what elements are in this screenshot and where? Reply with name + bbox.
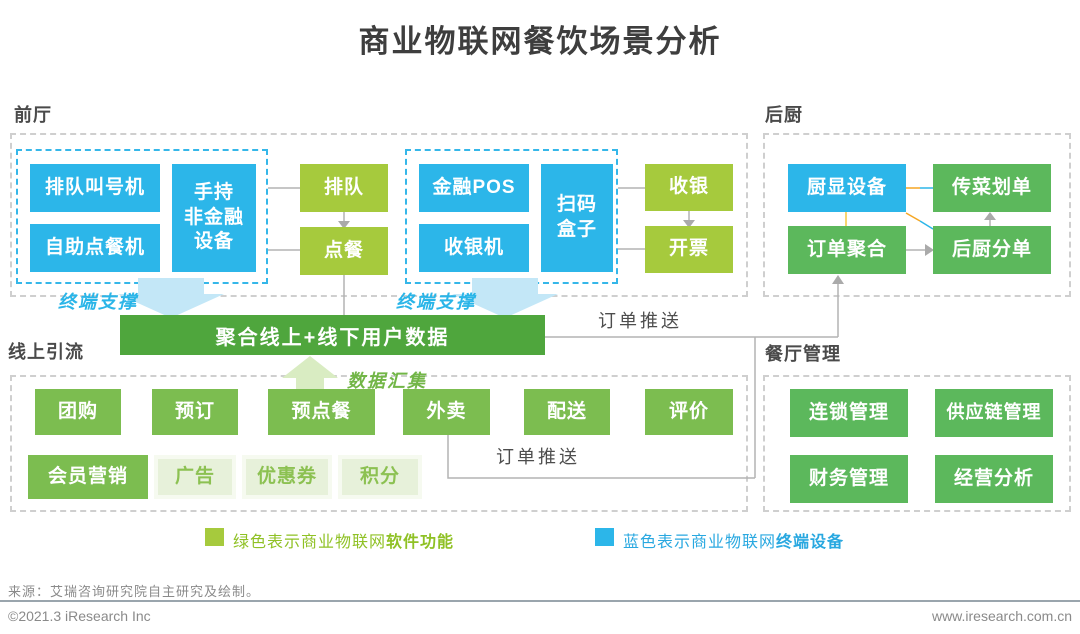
- online-box-review: 评价: [645, 389, 733, 435]
- device-box-scan-box: 扫码 盒子: [541, 164, 613, 272]
- legend-blue-text: 蓝色表示商业物联网终端设备: [623, 528, 844, 552]
- legend-blue-bold: 终端设备: [776, 534, 845, 551]
- kitchen-section: [763, 133, 1071, 297]
- front-hall-label: 前厅: [14, 105, 52, 125]
- management-box-analysis: 经营分析: [935, 455, 1053, 503]
- online-traffic-section: [10, 375, 748, 512]
- device-box-self-order-machine: 自助点餐机: [30, 224, 160, 272]
- online-box-coupon: 优惠券: [242, 455, 332, 499]
- order-push-bottom-label: 订单推送: [496, 447, 580, 467]
- support-arrow-left: [118, 278, 224, 318]
- management-box-chain: 连锁管理: [790, 389, 908, 437]
- order-push-top-label: 订单推送: [598, 311, 682, 331]
- management-box-supply-chain: 供应链管理: [935, 389, 1053, 437]
- footer-website: www.iresearch.com.cn: [931, 608, 1072, 624]
- footer-copyright: ©2021.3 iResearch Inc: [8, 608, 151, 624]
- device-box-kitchen-display: 厨显设备: [788, 164, 906, 212]
- support-note-right: 终端支撑: [396, 292, 476, 312]
- support-arrow-right: [452, 278, 558, 318]
- support-note-left: 终端支撑: [58, 292, 138, 312]
- online-box-points: 积分: [338, 455, 422, 499]
- device-box-cash-register: 收银机: [419, 224, 529, 272]
- data-collect-note: 数据汇集: [347, 371, 427, 391]
- management-box-finance: 财务管理: [790, 455, 908, 503]
- online-traffic-label: 线上引流: [8, 342, 84, 362]
- function-box-order: 点餐: [300, 227, 388, 275]
- function-box-queue: 排队: [300, 164, 388, 212]
- legend-green-text: 绿色表示商业物联网软件功能: [233, 528, 454, 552]
- function-box-order-aggregate: 订单聚合: [788, 226, 906, 274]
- footer-divider: [0, 600, 1080, 602]
- legend-green-bold: 软件功能: [386, 534, 455, 551]
- device-box-finance-pos: 金融POS: [419, 164, 529, 212]
- function-box-pass-order: 传菜划单: [933, 164, 1051, 212]
- online-box-preorder: 预点餐: [268, 389, 375, 435]
- aggregate-data-bar: 聚合线上+线下用户数据: [120, 315, 545, 355]
- online-box-reserve: 预订: [152, 389, 238, 435]
- legend-blue-swatch: [595, 528, 614, 546]
- function-box-cashier: 收银: [645, 164, 733, 211]
- data-collect-arrow: [282, 356, 338, 396]
- legend-green-prefix: 绿色表示商业物联网: [233, 534, 387, 551]
- management-label: 餐厅管理: [765, 344, 841, 364]
- online-box-delivery: 配送: [524, 389, 610, 435]
- source-note: 来源：艾瑞咨询研究院自主研究及绘制。: [8, 584, 261, 599]
- function-box-invoice: 开票: [645, 226, 733, 273]
- online-box-takeout: 外卖: [403, 389, 490, 435]
- legend-green-swatch: [205, 528, 224, 546]
- online-box-member-marketing: 会员营销: [28, 455, 148, 499]
- management-section: [763, 375, 1071, 512]
- kitchen-label: 后厨: [765, 105, 803, 125]
- page-title: 商业物联网餐饮场景分析: [358, 24, 722, 59]
- front-hall-section: [10, 133, 748, 297]
- device-box-handheld: 手持 非金融 设备: [172, 164, 256, 272]
- function-box-kitchen-split: 后厨分单: [933, 226, 1051, 274]
- legend: 绿色表示商业物联网软件功能 蓝色表示商业物联网终端设备: [0, 527, 1080, 552]
- device-box-queue-machine: 排队叫号机: [30, 164, 160, 212]
- legend-blue-prefix: 蓝色表示商业物联网: [623, 534, 777, 551]
- online-box-ads: 广告: [154, 455, 236, 499]
- online-box-groupbuy: 团购: [35, 389, 121, 435]
